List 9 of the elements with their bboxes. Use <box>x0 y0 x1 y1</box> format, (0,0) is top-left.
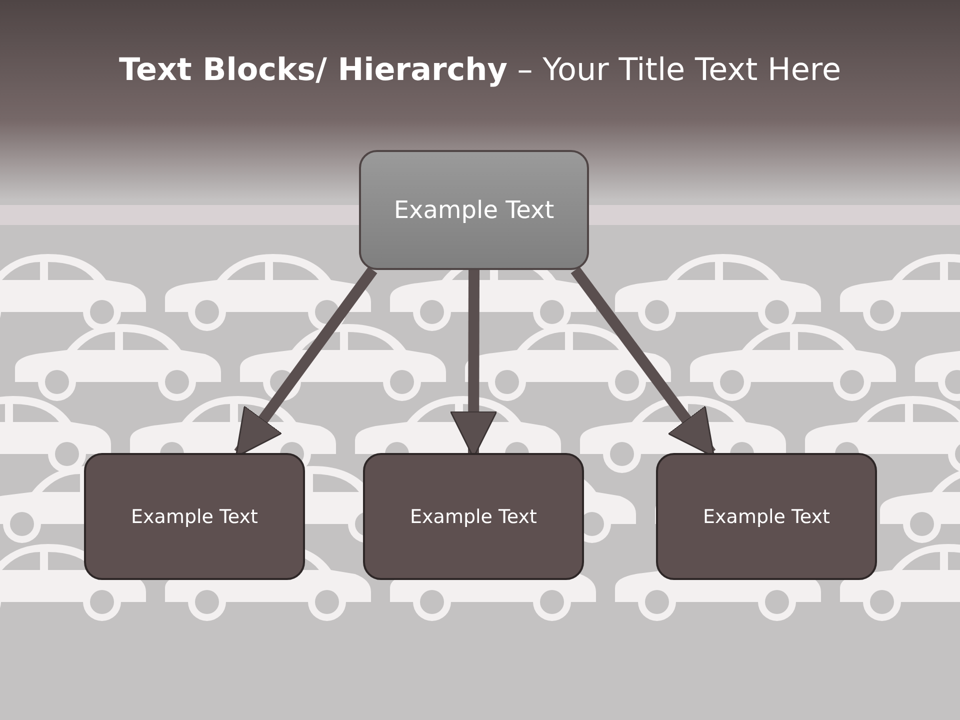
slide-title: Text Blocks/ Hierarchy – Your Title Text Here <box>118 52 842 88</box>
text-box <box>363 453 584 580</box>
box-label: Example Text <box>410 506 537 528</box>
text-box <box>656 453 877 580</box>
box-label: Example Text <box>703 506 830 528</box>
box-label: Example Text <box>394 196 554 224</box>
box-label: Example Text <box>131 506 258 528</box>
text-box <box>359 150 589 270</box>
text-box <box>84 453 305 580</box>
